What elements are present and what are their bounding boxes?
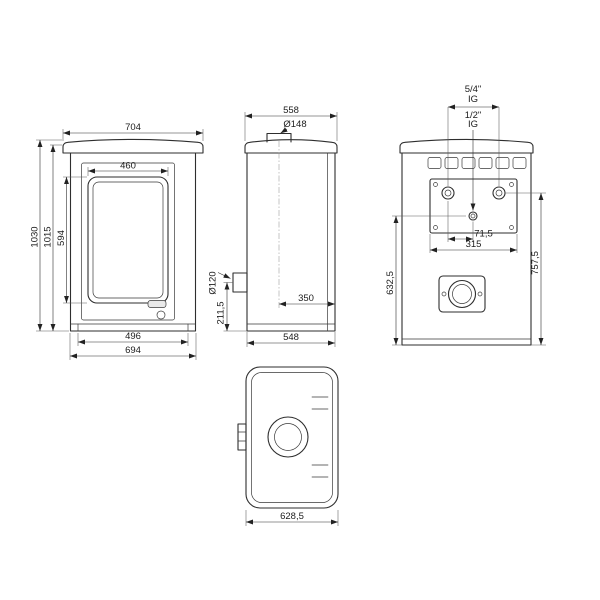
rear-body-outline	[401, 152, 532, 346]
front-feet-marks	[77, 323, 189, 332]
panel-screw	[433, 225, 438, 230]
door-handle	[147, 300, 167, 308]
flue-plate-screw	[477, 291, 483, 297]
large-fitting-thread: IG	[468, 94, 478, 105]
dim-front-base-width: 496	[77, 331, 189, 346]
side-view: 558 Ø148 350 Ø120 211,5 548	[208, 105, 338, 347]
dimension-value: 460	[120, 161, 136, 172]
panel-screw	[433, 182, 438, 187]
dimension-value: 628,5	[280, 511, 304, 522]
leader-line	[280, 127, 288, 134]
dimension-value: 1030	[30, 226, 41, 247]
front-top-plate	[62, 138, 204, 154]
dim-side-outlet-height: 211,5	[216, 282, 247, 332]
glass-window-frame	[87, 176, 169, 304]
dim-side-top-depth: 558	[244, 105, 338, 141]
flue-plate-screw	[441, 291, 447, 297]
dim-front-total-height: 1030	[30, 139, 69, 332]
connection-panel	[429, 178, 518, 234]
flue-outlet-ring	[447, 279, 477, 309]
front-door-outline	[81, 162, 175, 321]
rear-top-plate	[399, 138, 534, 154]
large-fitting-size: 5/4"	[465, 84, 482, 95]
side-body-outline	[246, 152, 336, 332]
boiler-fitting-left	[441, 186, 455, 200]
rear-outlet-diameter-value: Ø120	[208, 271, 219, 294]
boiler-fitting-right	[492, 186, 506, 200]
dimension-value: 496	[125, 331, 141, 342]
flue-collar	[266, 132, 292, 143]
vent-slot	[444, 157, 459, 169]
label-large-fitting: 5/4" IG	[447, 84, 500, 186]
plan-inner-outline	[251, 372, 333, 503]
dimension-value: 1015	[43, 226, 54, 247]
dimension-value: 315	[466, 239, 482, 250]
dimension-value: 694	[125, 345, 141, 356]
dimension-value: 757,5	[530, 251, 541, 275]
dimension-value: 350	[298, 293, 314, 304]
panel-screw	[509, 225, 514, 230]
side-top-plate	[244, 139, 338, 154]
sensor-fitting-bore	[470, 213, 476, 219]
vent-slot	[461, 157, 476, 169]
dim-front-body-height: 1015	[43, 144, 62, 331]
plan-flue-collar-ring	[267, 416, 309, 458]
rear-smoke-outlet	[232, 272, 248, 293]
plan-rear-outlet	[237, 423, 247, 451]
plan-rear-outlet-ribs	[237, 431, 247, 442]
dim-side-bottom-depth: 548	[246, 332, 336, 347]
vent-slot	[512, 157, 527, 169]
dimension-value: 594	[56, 230, 67, 246]
extension-lines	[447, 201, 474, 242]
extension-lines	[447, 107, 500, 186]
panel-screw	[509, 182, 514, 187]
plan-body-outline	[245, 366, 339, 509]
dim-rear-fitting-offset: 71,5	[447, 201, 493, 242]
plan-flue-collar-bore	[274, 423, 302, 451]
dim-rear-large-fitting-height: 757,5	[505, 192, 546, 346]
vent-slot	[495, 157, 510, 169]
front-body-outline	[69, 152, 197, 332]
plan-view: 628,5	[237, 366, 339, 526]
dim-front-bottom-width: 694	[69, 333, 197, 360]
dimension-value: 632,5	[385, 271, 396, 295]
dimension-value: 704	[125, 122, 141, 133]
dim-plan-overall-depth: 628,5	[245, 510, 339, 526]
vent-slot	[478, 157, 493, 169]
leader-line	[217, 272, 231, 279]
label-small-fitting: 1/2" IG	[465, 110, 482, 211]
plan-seam-lines	[311, 396, 329, 478]
rear-view: 5/4" IG 1/2" IG 71,5 315 632,5	[385, 84, 546, 346]
rear-flue-assembly	[438, 275, 486, 313]
front-view: 704 460 1030 1015 594 496	[30, 122, 204, 360]
label-flue-diameter: Ø148	[280, 119, 307, 134]
dim-rear-small-fitting-height: 632,5	[385, 215, 466, 346]
dimension-value: 71,5	[474, 229, 493, 240]
dim-front-top-width: 704	[62, 122, 204, 141]
flue-outlet-bore	[452, 284, 472, 304]
dimension-value: 548	[283, 332, 299, 343]
dim-side-flue-to-front: 350	[278, 141, 335, 308]
dim-front-glass-width: 460	[87, 161, 169, 176]
flue-diameter-value: Ø148	[283, 119, 306, 130]
extension-lines	[392, 215, 466, 346]
flue-cover-plate	[438, 275, 486, 313]
brand-badge	[156, 310, 166, 320]
dim-rear-panel-width: 315	[429, 234, 518, 253]
small-fitting-thread: IG	[468, 119, 478, 130]
boiler-fitting-right-bore	[495, 189, 503, 197]
dim-front-glass-height: 594	[56, 176, 87, 304]
boiler-fitting-left-bore	[444, 189, 452, 197]
small-fitting-size: 1/2"	[465, 110, 482, 121]
glass-window	[92, 181, 164, 299]
label-rear-outlet-diameter: Ø120	[208, 271, 231, 295]
sensor-fitting	[468, 211, 478, 221]
vent-slot	[427, 157, 442, 169]
dimension-value: 558	[283, 105, 299, 116]
dimension-value: 211,5	[216, 301, 227, 324]
